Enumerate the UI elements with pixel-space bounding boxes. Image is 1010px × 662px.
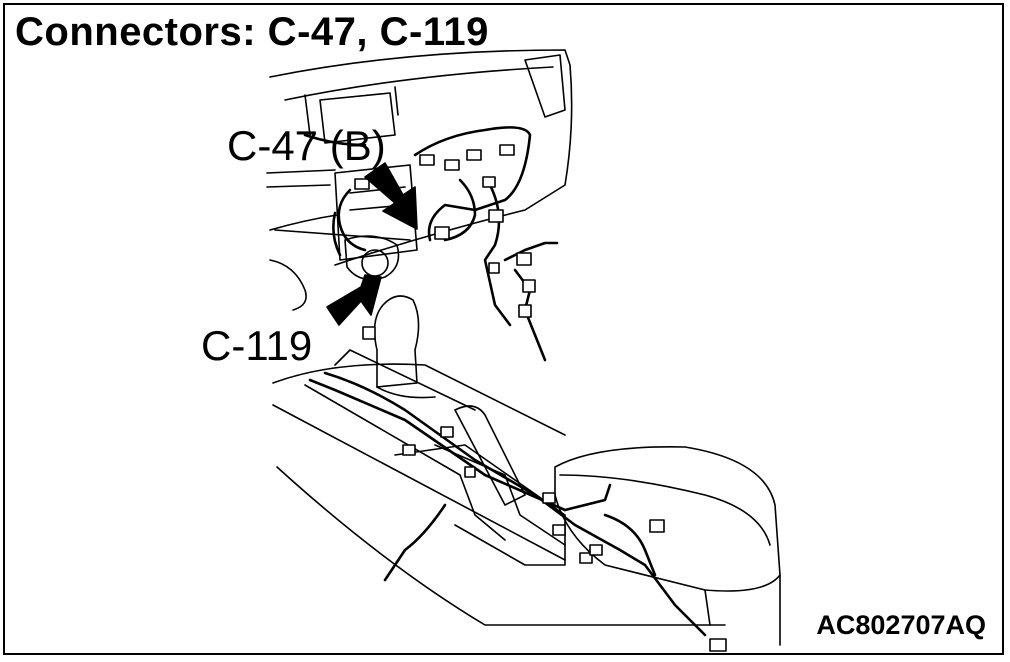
wiring-harness [303, 126, 707, 637]
figure-code: AC802707AQ [816, 610, 986, 640]
center-console [272, 349, 726, 626]
dashboard-illustration [266, 49, 781, 652]
figure-frame: Connectors: C-47, C-119 C-47 (B) C-119 A… [3, 3, 1004, 655]
callout-c119-label: C-119 [201, 322, 313, 369]
callout-c47-label: C-47 (B) [227, 122, 386, 169]
armrest [554, 446, 781, 646]
shift-lever [373, 295, 436, 399]
arrow-c119-icon [326, 274, 382, 326]
connector-blocks [362, 144, 727, 652]
dashboard-panel [266, 49, 573, 311]
figure-title: Connectors: C-47, C-119 [15, 10, 489, 54]
arrow-c47-icon [364, 162, 418, 230]
